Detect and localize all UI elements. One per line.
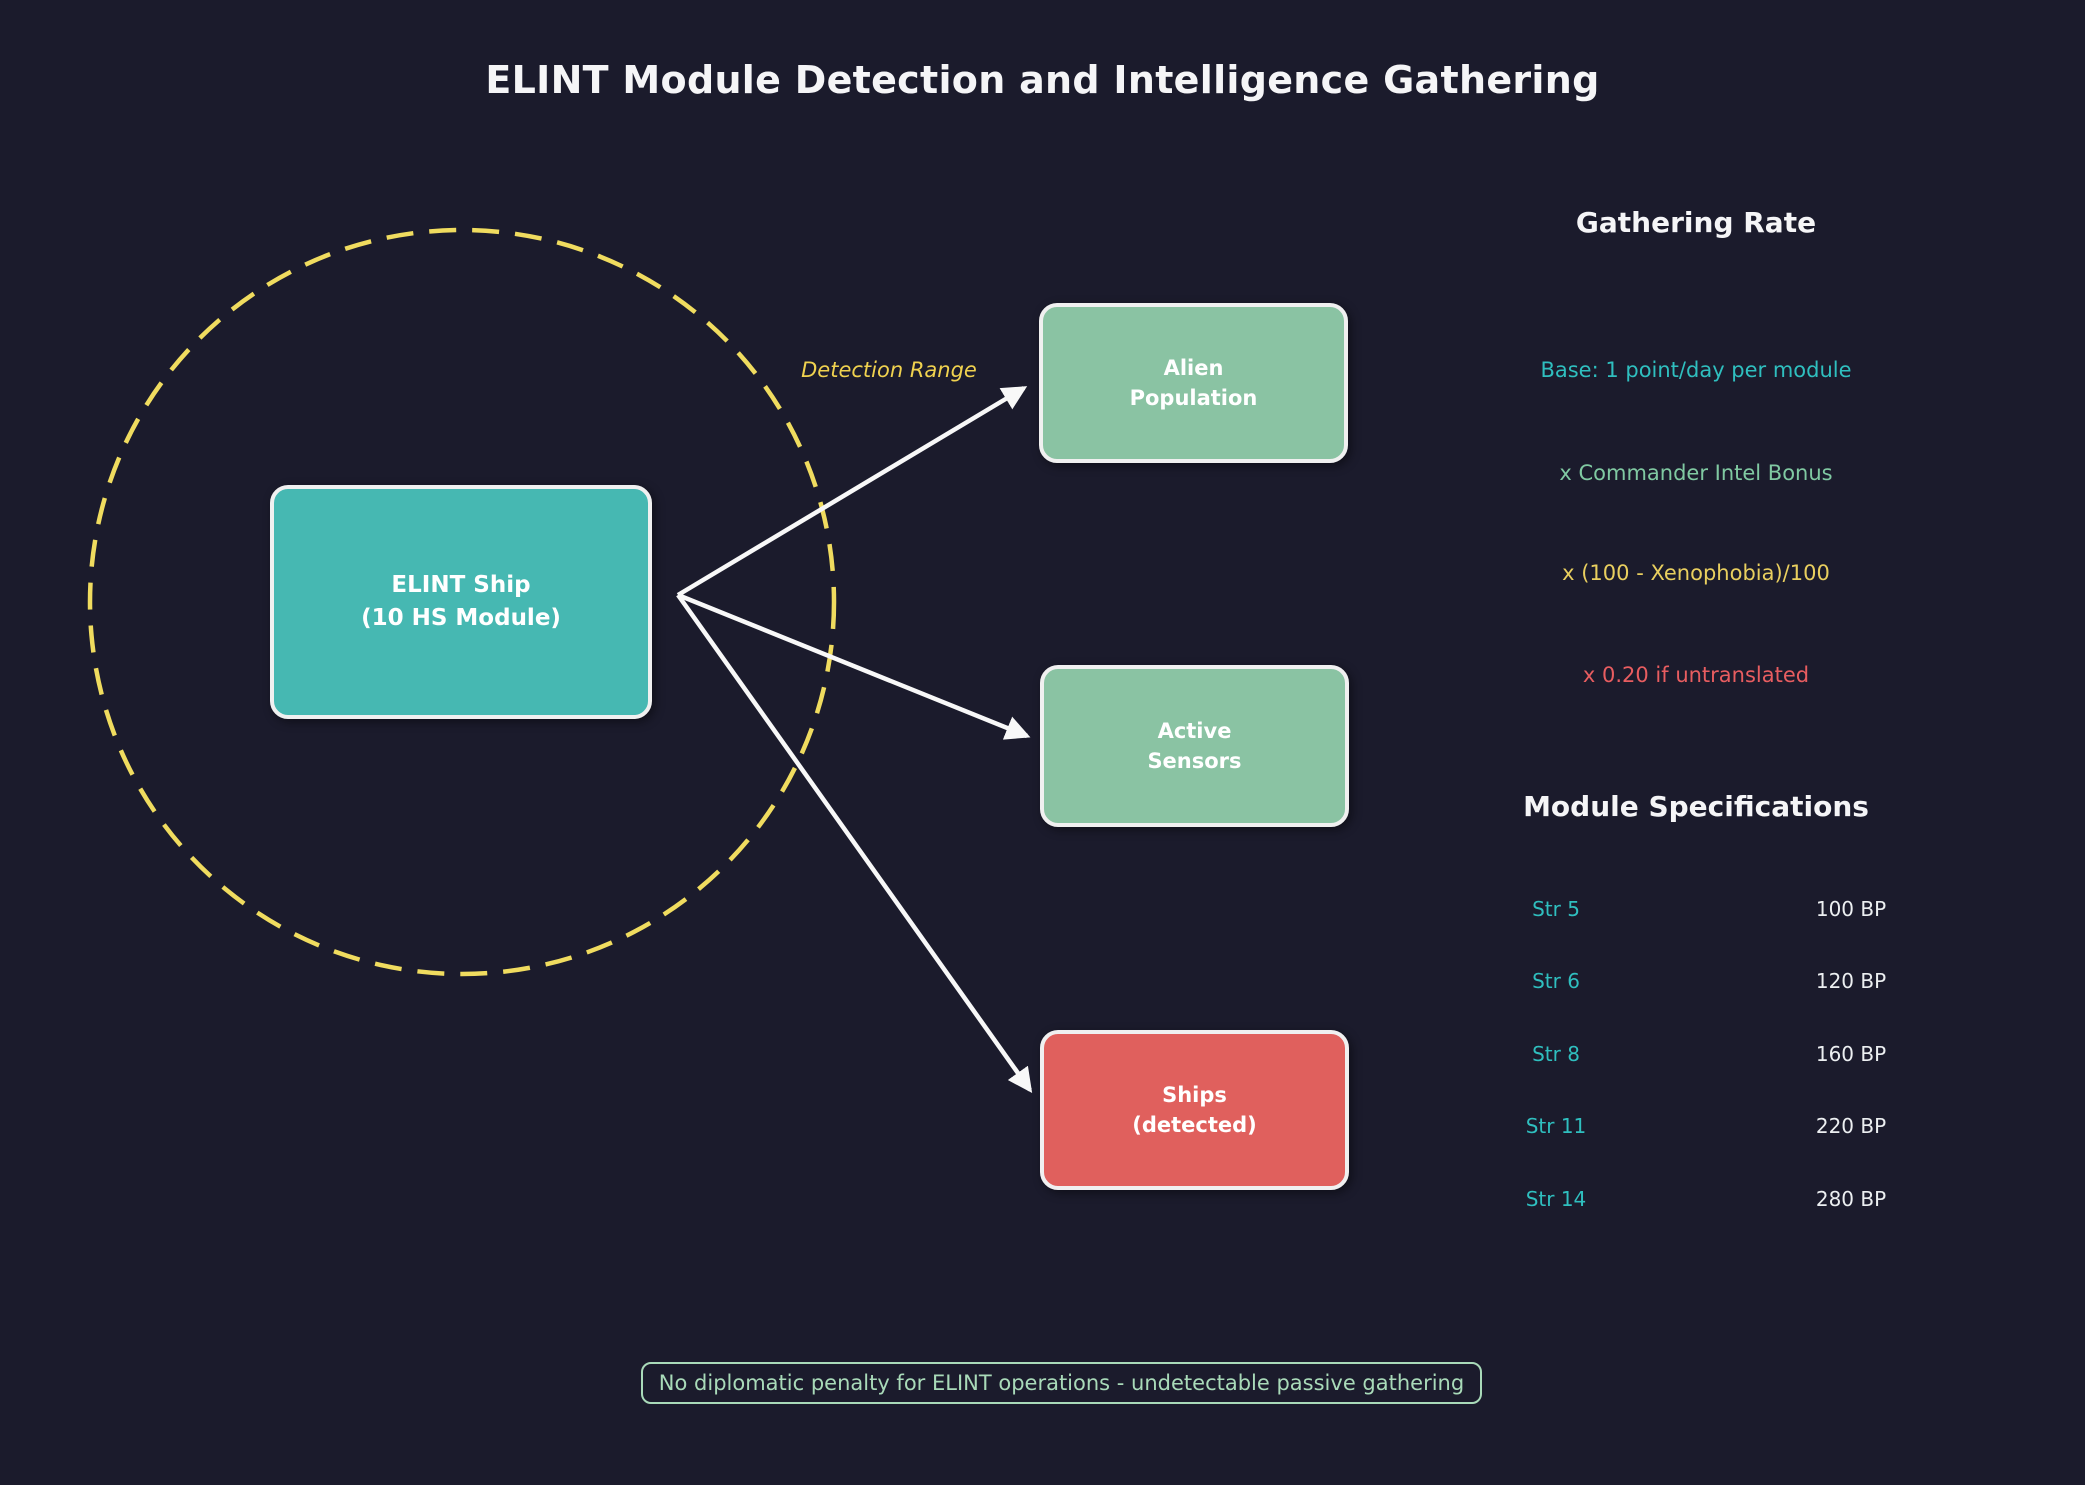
active-sensors-node: Active Sensors bbox=[1040, 665, 1349, 827]
alien-population-node: Alien Population bbox=[1039, 303, 1348, 463]
elint-ship-label-line1: ELINT Ship bbox=[391, 571, 531, 598]
ships-detected-label-line2: (detected) bbox=[1132, 1113, 1257, 1137]
gathering-rate-xenophobia-line: x (100 - Xenophobia)/100 bbox=[1562, 561, 1830, 585]
elint-ship-node: ELINT Ship (10 HS Module) bbox=[270, 485, 652, 719]
gathering-rate-untranslated-line: x 0.20 if untranslated bbox=[1582, 663, 1810, 687]
spec-strength: Str 6 bbox=[1532, 969, 1580, 993]
active-sensors-label-line1: Active bbox=[1157, 718, 1232, 743]
spec-cost: 120 BP bbox=[1815, 969, 1887, 993]
diplomatic-note: No diplomatic penalty for ELINT operatio… bbox=[640, 1362, 1483, 1404]
ships-detected-label-line1: Ships bbox=[1162, 1082, 1227, 1107]
spec-strength: Str 14 bbox=[1525, 1187, 1587, 1211]
alien-population-label-line2: Population bbox=[1129, 386, 1258, 410]
detection-range-circle bbox=[87, 227, 837, 977]
page-title: ELINT Module Detection and Intelligence … bbox=[485, 58, 1600, 102]
gathering-rate-commander-line: x Commander Intel Bonus bbox=[1559, 461, 1833, 485]
spec-strength: Str 11 bbox=[1525, 1114, 1587, 1138]
spec-row: Str 5 100 BP bbox=[1406, 897, 2001, 927]
gathering-rate-heading: Gathering Rate bbox=[1575, 206, 1817, 239]
footer-note-row: No diplomatic penalty for ELINT operatio… bbox=[0, 1362, 2085, 1404]
alien-population-label-line1: Alien bbox=[1163, 355, 1224, 380]
arrow-to-alien-population-icon bbox=[676, 386, 1028, 597]
gathering-rate-base-line: Base: 1 point/day per module bbox=[1540, 358, 1852, 382]
spec-cost: 220 BP bbox=[1815, 1114, 1887, 1138]
spec-row: Str 8 160 BP bbox=[1406, 1042, 2001, 1072]
spec-cost: 280 BP bbox=[1815, 1187, 1887, 1211]
spec-row: Str 14 280 BP bbox=[1406, 1187, 2001, 1217]
module-specifications-heading: Module Specifications bbox=[1523, 790, 1869, 823]
spec-strength: Str 8 bbox=[1532, 1042, 1580, 1066]
arrow-to-active-sensors-icon bbox=[677, 592, 1031, 740]
spec-row: Str 11 220 BP bbox=[1406, 1114, 2001, 1144]
spec-cost: 100 BP bbox=[1815, 897, 1887, 921]
active-sensors-label-line2: Sensors bbox=[1147, 749, 1242, 773]
ships-detected-node: Ships (detected) bbox=[1040, 1030, 1349, 1190]
elint-ship-label-line2: (10 HS Module) bbox=[361, 605, 561, 631]
arrow-to-ships-detected-icon bbox=[676, 593, 1033, 1094]
detection-range-label: Detection Range bbox=[801, 358, 977, 382]
spec-cost: 160 BP bbox=[1815, 1042, 1887, 1066]
spec-strength: Str 5 bbox=[1532, 897, 1580, 921]
spec-row: Str 6 120 BP bbox=[1406, 969, 2001, 999]
